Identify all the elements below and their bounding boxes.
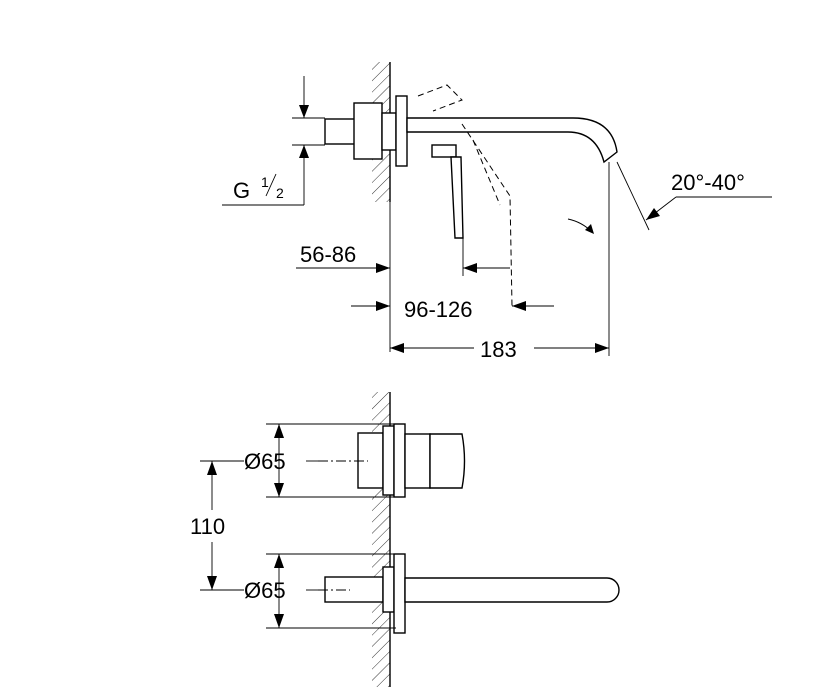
cover-plate-side xyxy=(395,95,408,167)
thread-numerator: 1 xyxy=(261,174,269,190)
mixer-body-upper xyxy=(357,432,384,489)
handle-knob-cap xyxy=(429,433,466,489)
diameter-lower-dimension: Ø65 xyxy=(244,553,396,629)
spout-length-dimension: 183 xyxy=(390,162,610,362)
front-view: Ø65 Ø65 110 xyxy=(190,392,620,687)
handle-offset-dimension: 96-126 xyxy=(351,238,554,322)
rough-in-collar xyxy=(353,102,383,160)
spacing-label: 110 xyxy=(190,514,225,539)
thread-label: G xyxy=(233,178,250,203)
thread-dimension: G 1 2 xyxy=(222,76,325,206)
swivel-angle-label: 20°-40° xyxy=(671,170,745,195)
swivel-angle-dimension: 20°-40° xyxy=(616,161,772,231)
spout-sleeve-lower xyxy=(382,566,395,613)
lever-handle-side xyxy=(431,144,464,239)
lever-swing-outline xyxy=(417,84,513,307)
cover-plate-lower xyxy=(393,553,406,634)
handle-knob xyxy=(404,433,431,489)
wall-depth-dimension: 56-86 xyxy=(296,202,391,352)
spout-side xyxy=(406,117,618,164)
diameter-lower-label: Ø65 xyxy=(244,578,286,603)
rough-in-sleeve xyxy=(381,112,397,151)
wall-depth-label: 56-86 xyxy=(300,242,356,267)
spacing-dimension: 110 xyxy=(190,460,244,591)
cover-plate-upper xyxy=(393,423,406,498)
diameter-upper-label: Ø65 xyxy=(244,449,286,474)
diameter-upper-dimension: Ø65 xyxy=(244,423,396,498)
handle-offset-label: 96-126 xyxy=(404,297,473,322)
spout-length-label: 183 xyxy=(480,337,517,362)
spout-top xyxy=(404,577,620,603)
spout-body-lower xyxy=(324,576,384,603)
side-view: G 1 2 56-86 96-126 xyxy=(222,62,772,362)
thread-denominator: 2 xyxy=(276,185,284,201)
mixer-sleeve-upper xyxy=(382,425,395,496)
